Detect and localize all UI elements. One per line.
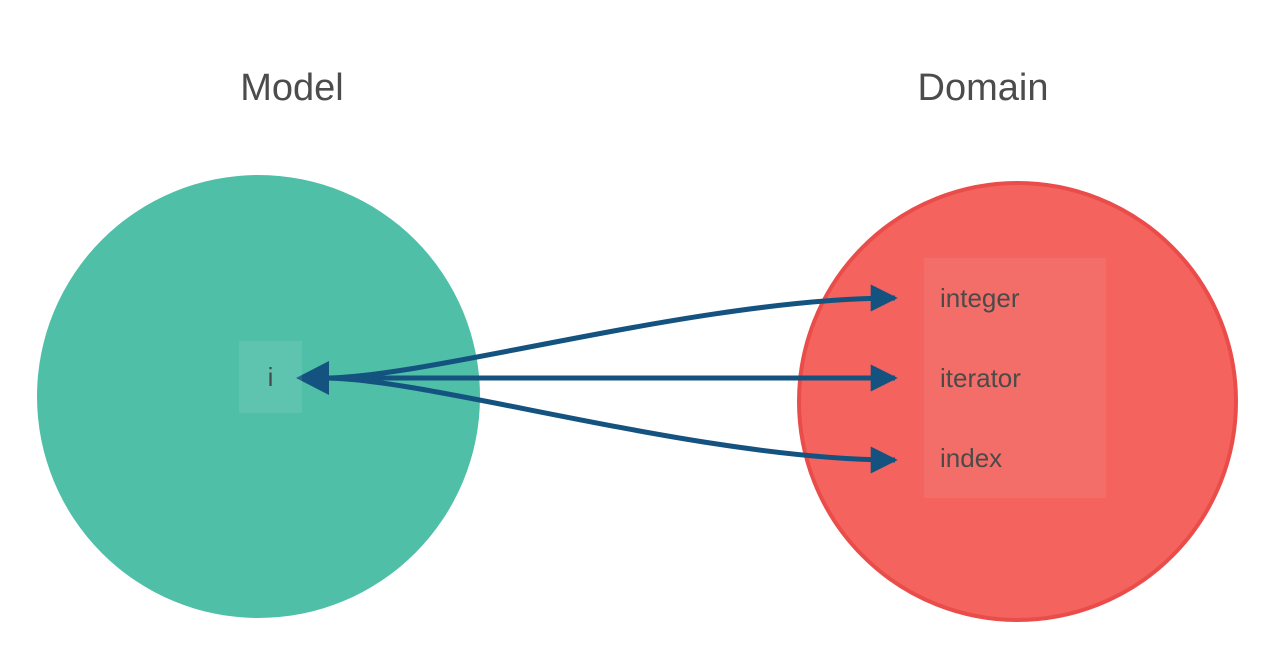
model-title: Model bbox=[240, 67, 344, 109]
domain-item-integer: integer bbox=[924, 258, 1106, 338]
domain-item-label: iterator bbox=[940, 362, 1021, 393]
domain-item-label: integer bbox=[940, 282, 1020, 313]
domain-item-index: index bbox=[924, 418, 1106, 498]
model-node-label: i bbox=[267, 361, 274, 392]
domain-item-label: index bbox=[940, 442, 1003, 473]
domain-item-iterator: iterator bbox=[924, 338, 1106, 418]
domain-title: Domain bbox=[917, 67, 1049, 109]
model-node-i: i bbox=[239, 341, 302, 413]
